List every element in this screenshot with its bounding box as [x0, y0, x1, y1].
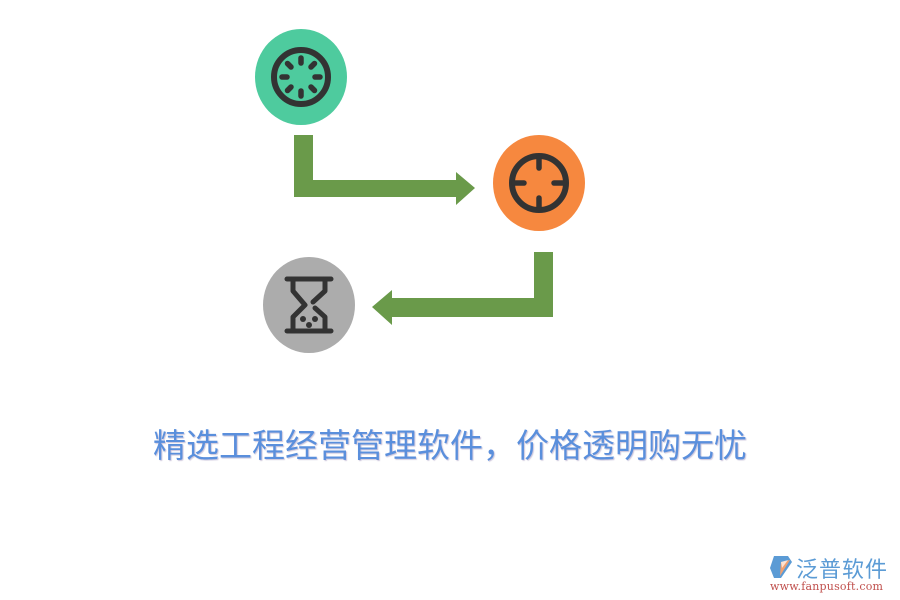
hourglass-icon [284, 276, 334, 334]
crosshair-target-icon [509, 153, 569, 213]
node-step-3 [263, 257, 355, 353]
brand-url: www.fanpusoft.com [770, 580, 884, 593]
loading-spinner-icon [271, 47, 331, 107]
caption-text: 精选工程经营管理软件，价格透明购无忧 [153, 426, 747, 465]
flow-arrow-right [294, 135, 475, 205]
node-step-1 [255, 29, 347, 125]
brand-watermark: 泛普软件 www.fanpusoft.com [768, 552, 898, 596]
flow-arrow-left [372, 252, 553, 325]
brand-name: 泛普软件 [796, 558, 889, 583]
brand-logo-icon [770, 556, 792, 578]
node-step-2 [493, 135, 585, 231]
